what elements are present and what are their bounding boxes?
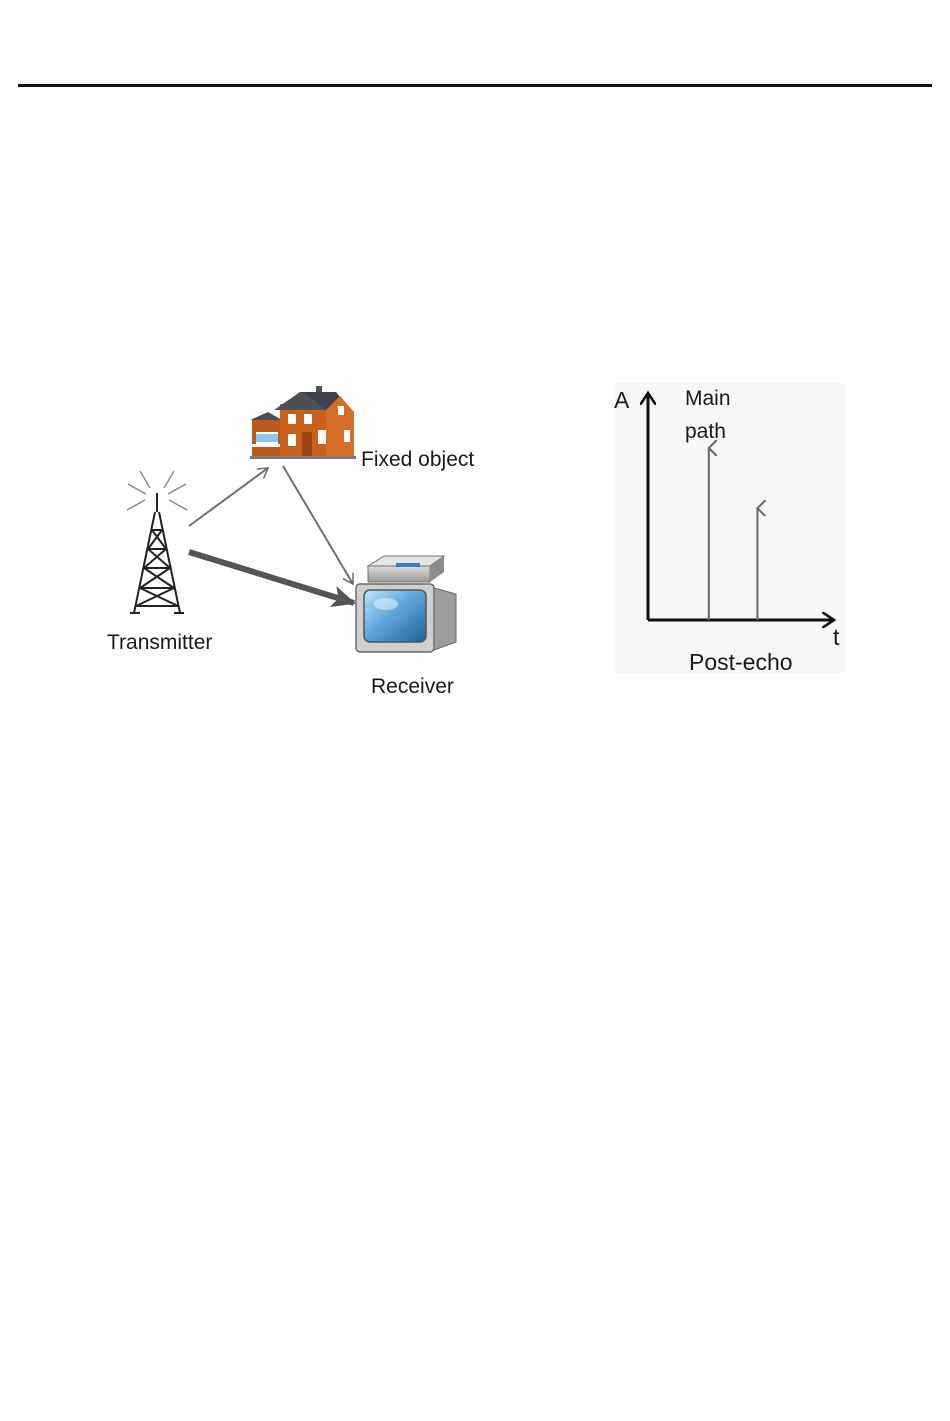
impulse-chart bbox=[648, 393, 834, 620]
fixed-object-label: Fixed object bbox=[361, 449, 474, 470]
reflected-path-arrow-1 bbox=[189, 468, 268, 526]
receiver-label: Receiver bbox=[371, 676, 454, 697]
direct-path-arrow bbox=[189, 552, 354, 603]
x-axis-label: t bbox=[833, 626, 839, 649]
house-icon bbox=[250, 386, 356, 459]
chart-caption: Post-echo bbox=[689, 651, 793, 674]
transmitter-tower-icon bbox=[127, 471, 187, 613]
transmitter-label: Transmitter bbox=[107, 632, 212, 653]
main-path-label-line1: Main bbox=[685, 388, 731, 409]
y-axis-label: A bbox=[614, 389, 629, 412]
receiver-tv-icon bbox=[356, 556, 456, 652]
reflected-path-arrow-2 bbox=[283, 466, 353, 584]
main-path-label-line2: path bbox=[685, 421, 726, 442]
